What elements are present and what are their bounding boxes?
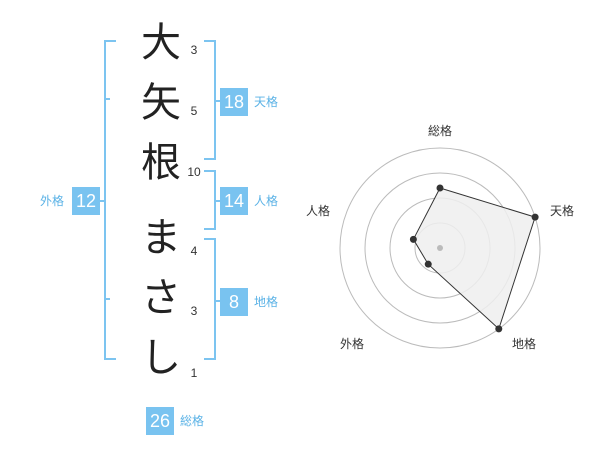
tenkaku-badge: 18 xyxy=(220,88,248,116)
name-char-4: ま xyxy=(141,215,181,261)
gaikaku-badge: 12 xyxy=(72,187,100,215)
gaikaku-label: 外格 xyxy=(40,194,65,208)
radar-axis-label-jinkaku: 人格 xyxy=(305,204,330,218)
chikaku-label: 地格 xyxy=(254,295,279,309)
radar-axis-label-gaikaku: 外格 xyxy=(339,337,364,351)
radar-point-4 xyxy=(424,260,432,268)
name-char-6: し xyxy=(141,335,181,381)
stroke-count-4: 4 xyxy=(190,244,198,258)
radar-center-dot xyxy=(437,245,443,251)
radar-axis-label-chikaku: 地格 xyxy=(511,337,536,351)
name-char-1: 大 xyxy=(141,20,181,66)
stroke-count-6: 1 xyxy=(190,366,198,380)
radar-ring-4 xyxy=(339,147,541,349)
soukaku-label: 総格 xyxy=(180,414,205,428)
stroke-count-5: 3 xyxy=(190,304,198,318)
stroke-count-2: 5 xyxy=(190,104,198,118)
name-char-3: 根 xyxy=(141,140,181,186)
radar-point-5 xyxy=(409,235,417,243)
radar-point-1 xyxy=(436,184,444,192)
name-char-2: 矢 xyxy=(141,80,181,126)
radar-axis-label-soukaku: 総格 xyxy=(427,124,452,138)
jinkaku-label: 人格 xyxy=(254,194,279,208)
stroke-count-3: 10 xyxy=(187,165,201,179)
chikaku-badge: 8 xyxy=(220,288,248,316)
tenkaku-label: 天格 xyxy=(254,95,279,109)
stroke-count-1: 3 xyxy=(190,43,198,57)
radar-point-3 xyxy=(495,325,503,333)
radar-point-2 xyxy=(531,213,539,221)
soukaku-badge: 26 xyxy=(146,407,174,435)
radar-polygon xyxy=(412,187,536,330)
radar-axis-label-tenkaku: 天格 xyxy=(549,204,574,218)
jinkaku-badge: 14 xyxy=(220,187,248,215)
name-char-5: さ xyxy=(141,275,181,321)
